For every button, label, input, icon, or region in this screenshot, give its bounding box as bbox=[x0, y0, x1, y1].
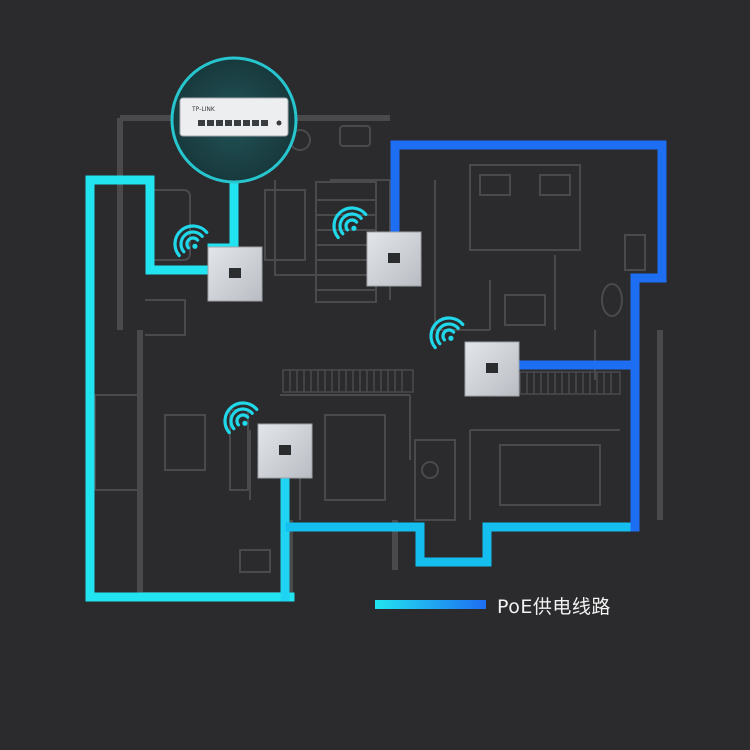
poe-line-bottom-run bbox=[285, 522, 640, 567]
ethernet-port-icon bbox=[279, 445, 291, 455]
floor-plan-toilet-2 bbox=[601, 283, 623, 317]
ap-panel-2 bbox=[366, 231, 422, 287]
ethernet-port-icon bbox=[229, 268, 241, 278]
floor-plan-door bbox=[624, 234, 646, 271]
floor-plan-dining-table bbox=[324, 414, 386, 501]
poe-switch bbox=[179, 97, 289, 137]
ethernet-port-icon bbox=[486, 363, 498, 373]
wifi-icon bbox=[429, 316, 465, 350]
floor-plan-interior-walls bbox=[249, 179, 620, 520]
wifi-icon bbox=[173, 224, 209, 258]
ap-panel-3 bbox=[464, 341, 520, 397]
floor-plan-bathroom-bottom bbox=[414, 439, 456, 521]
floor-plan-bed-2 bbox=[499, 444, 601, 506]
switch-callout: TP-LINK bbox=[170, 56, 298, 184]
wifi-icon bbox=[223, 401, 259, 435]
switch-ports bbox=[198, 120, 268, 126]
floor-plan-sink bbox=[339, 125, 371, 147]
ap-panel-4 bbox=[257, 423, 313, 479]
ethernet-port-icon bbox=[388, 253, 400, 263]
ap-panel-1 bbox=[207, 246, 263, 302]
floor-plan-bed-1 bbox=[469, 164, 581, 251]
floor-plan-coffee-table bbox=[164, 414, 206, 471]
wifi-icon bbox=[332, 206, 368, 240]
switch-brand-label: TP-LINK bbox=[191, 106, 216, 113]
legend-line-swatch bbox=[375, 600, 486, 609]
floor-plan-hatch bbox=[282, 369, 621, 395]
poe-line-right-run bbox=[390, 140, 667, 532]
floor-plan-table bbox=[264, 189, 306, 261]
legend-label: PoE供电线路 bbox=[497, 596, 611, 618]
floor-plan-sofa bbox=[94, 394, 141, 491]
